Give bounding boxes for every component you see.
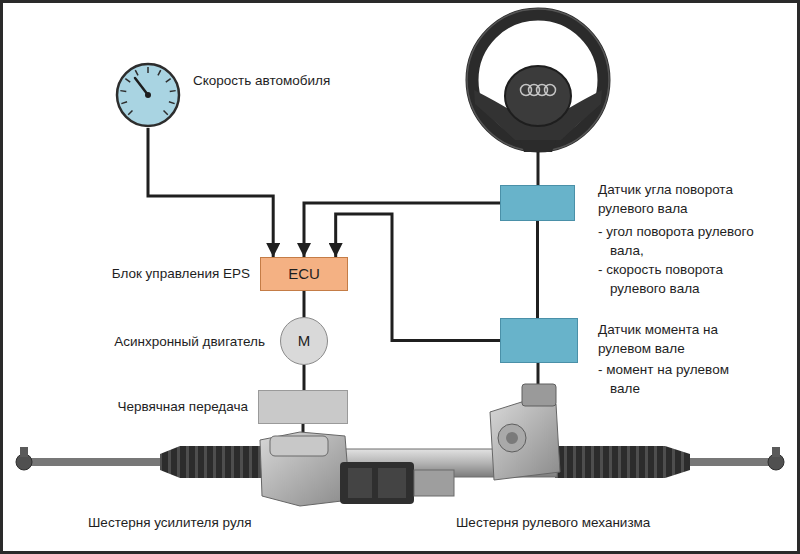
steering-wheel (521, 85, 556, 96)
steering-rack (522, 384, 556, 406)
steering-rack (16, 384, 784, 506)
gauge-dial (169, 102, 175, 104)
connector-line (303, 291, 306, 317)
gauge-dial (147, 67, 149, 73)
sensor-signal: - скорость поворота рулевого вала (598, 260, 758, 298)
steering-rack (20, 447, 28, 457)
steering-rack (490, 400, 560, 480)
steering-rack (24, 458, 166, 466)
gauge-shape (115, 62, 181, 128)
sensor-box: Датчик угла поворота рулевого вала- угол… (500, 185, 575, 221)
steering-rack (340, 462, 414, 504)
sensor-signal: - момент на рулевом вале (598, 360, 758, 398)
gauge-dial (115, 62, 181, 128)
gauge-dial (128, 111, 132, 115)
steering-rack (772, 447, 780, 457)
steering-rack (378, 468, 406, 498)
connector-line (304, 203, 500, 257)
sensor-title: Датчик момента на рулевом вале (598, 320, 763, 358)
motor-circle: Асинхронный двигательM (280, 317, 328, 365)
part-label: Шестерня усилителя руля (88, 513, 252, 532)
box-shape (500, 318, 578, 363)
gauge-dial (117, 64, 179, 126)
connector-line (303, 365, 306, 390)
ecu-box: Блок управления EPSECU (260, 257, 348, 291)
steering-rack (270, 436, 328, 456)
steering-wheel (545, 85, 556, 96)
motor-symbol: M (298, 332, 311, 350)
steering-rack (498, 424, 526, 452)
steering-wheel (520, 140, 556, 152)
steering-rack (348, 468, 372, 498)
ecu-text: ECU (288, 265, 320, 283)
part-label: Шестерня рулевого механизма (456, 513, 650, 532)
steering-wheel (505, 66, 571, 126)
gear-label: Червячная передача (30, 397, 248, 416)
gauge-label: Скорость автомобиля (193, 71, 330, 90)
speed-gauge: Скорость автомобиля (115, 62, 181, 128)
gauge-dial (164, 111, 168, 115)
gauge-dial (121, 102, 127, 104)
gauge-dial (145, 92, 151, 98)
box-shape (500, 185, 575, 221)
connector-line (336, 214, 500, 341)
motor-label: Асинхронный двигатель (30, 332, 265, 351)
gear-box: Червячная передача (258, 390, 348, 424)
steering-rack (506, 432, 518, 444)
connector-line (148, 128, 273, 257)
steering-shaft (537, 152, 540, 185)
gauge-dial (125, 79, 130, 83)
steering-wheel (467, 9, 609, 152)
gauge-dial (166, 79, 171, 83)
connector-line (536, 221, 539, 318)
steering-wheel (472, 14, 604, 146)
ecu-label: Блок управления EPS (30, 264, 250, 283)
steering-wheel (467, 9, 609, 151)
sensor-title: Датчик угла поворота рулевого вала (598, 180, 763, 218)
sensor-box: Датчик момента на рулевом вале- момент н… (500, 318, 578, 363)
gauge-dial (135, 78, 148, 95)
steering-rack (555, 446, 690, 478)
steering-rack (260, 432, 350, 506)
steering-rack (414, 470, 454, 496)
gauge-dial (170, 90, 176, 92)
sensor-signal: - угол поворота рулевого вала, (598, 222, 758, 260)
box-shape (258, 390, 348, 424)
gauge-dial (120, 90, 126, 92)
steering-rack (160, 446, 268, 478)
gauge-dial (158, 70, 161, 75)
gauge-dial (135, 70, 138, 75)
